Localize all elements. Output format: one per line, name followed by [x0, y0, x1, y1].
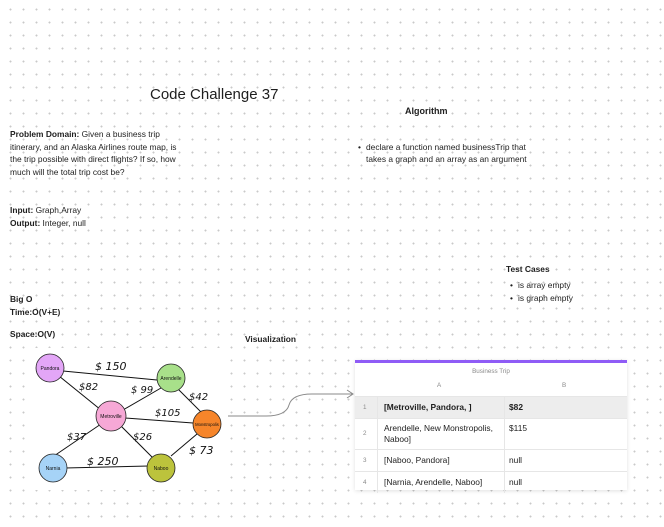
- weight-naboo-monstropolis: $ 73: [189, 444, 214, 457]
- board-title: Code Challenge 37: [150, 86, 279, 103]
- cell-b[interactable]: $82: [509, 402, 523, 412]
- connector-arrow[interactable]: [226, 385, 356, 425]
- input-value: Graph,Array: [33, 205, 82, 215]
- cell-a[interactable]: Arendelle, New Monstropolis, Naboo]: [384, 423, 493, 444]
- cell-b[interactable]: $115: [509, 423, 528, 433]
- column-header-a[interactable]: A: [437, 382, 442, 389]
- test-case-text: is array empty: [518, 280, 571, 290]
- graph-node-labels: Pandora Arendelle Metroville Monstropoli…: [41, 366, 219, 472]
- column-divider: [504, 396, 505, 493]
- cell-a[interactable]: [Naboo, Pandora]: [384, 455, 450, 465]
- edge-naboo-monstropolis: [170, 433, 198, 457]
- node-pandora[interactable]: [35, 353, 65, 383]
- graph-svg: $ 150 $82 $ 99 $42 $105 $37 $26 $ 250 $ …: [35, 353, 222, 483]
- input-line: Input: Graph,Array: [10, 204, 86, 217]
- graph-nodes: [35, 353, 222, 483]
- edge-arendelle-monstropolis: [176, 387, 202, 413]
- row-number: 4: [363, 479, 367, 486]
- input-output: Input: Graph,Array Output: Integer, null: [10, 204, 86, 229]
- bullet-icon: •: [510, 280, 513, 290]
- column-header-b[interactable]: B: [562, 382, 567, 389]
- visualization-heading: Visualization: [245, 334, 297, 344]
- node-label-pandora: Pandora: [41, 366, 60, 372]
- weight-metroville-naboo: $26: [133, 432, 152, 443]
- big-o-heading: Big O: [10, 294, 33, 304]
- node-label-arendelle: Arendelle: [160, 376, 181, 382]
- row-number: 3: [363, 457, 367, 464]
- node-metroville[interactable]: [95, 400, 127, 432]
- output-value: Integer, null: [40, 217, 86, 228]
- test-case-text: is graph empty: [518, 292, 573, 303]
- cell-a[interactable]: [Metroville, Pandora, ]: [384, 402, 472, 412]
- big-o: Big O Time:O(V+E): [10, 293, 60, 318]
- cell-b[interactable]: null: [509, 477, 523, 487]
- algorithm-list: • declare a function named businessTrip …: [358, 141, 538, 165]
- weight-metroville-monstropolis: $105: [155, 408, 180, 419]
- business-trip-table[interactable]: Business Trip A B 1 [Metroville, Pandora…: [355, 360, 627, 493]
- node-label-metroville: Metroville: [100, 414, 122, 420]
- problem-domain: Problem Domain: Given a business trip it…: [10, 128, 182, 178]
- output-line: Output: Integer, null: [10, 217, 86, 230]
- algorithm-step: declare a function named businessTrip th…: [366, 142, 527, 164]
- weight-arendelle-monstropolis: $42: [189, 392, 208, 403]
- weight-metroville-arendelle: $ 99: [131, 385, 153, 396]
- bullet-icon: •: [510, 292, 513, 303]
- node-arendelle[interactable]: [156, 363, 186, 393]
- edge-pandora-metroville: [58, 375, 102, 411]
- problem-domain-text: Given a business trip itinerary, and an …: [10, 129, 177, 177]
- row-number: 1: [363, 404, 367, 411]
- edge-metroville-naboo: [120, 425, 154, 459]
- test-case-item: • is array empty: [510, 279, 573, 292]
- test-cases-list: • is array empty • is graph empty: [510, 279, 573, 304]
- cell-a[interactable]: [Narnia, Arendelle, Naboo]: [384, 477, 483, 487]
- table-title: Business Trip: [472, 368, 510, 375]
- edge-metroville-narnia: [50, 423, 102, 459]
- table-row[interactable]: 1 [Metroville, Pandora, ] $82: [355, 396, 627, 418]
- node-monstropolis[interactable]: [192, 409, 222, 439]
- test-case-item: • is graph empty: [510, 292, 573, 305]
- weight-pandora-metroville: $82: [79, 382, 98, 393]
- node-naboo[interactable]: [146, 453, 176, 483]
- bullet-icon: •: [358, 142, 361, 152]
- time-complexity: Time:O(V+E): [10, 306, 61, 317]
- edge-pandora-arendelle: [62, 370, 158, 381]
- weight-pandora-arendelle: $ 150: [95, 360, 127, 373]
- cell-b[interactable]: null: [509, 455, 523, 465]
- output-label: Output:: [10, 217, 41, 228]
- test-cases-heading: Test Cases: [506, 264, 550, 274]
- node-narnia[interactable]: [38, 453, 68, 483]
- edge-metroville-monstropolis: [124, 417, 194, 424]
- graph-weights: $ 150 $82 $ 99 $42 $105 $37 $26 $ 250 $ …: [67, 360, 214, 468]
- input-label: Input:: [10, 205, 34, 215]
- edge-narnia-naboo: [64, 465, 150, 469]
- edge-metroville-arendelle: [122, 387, 162, 411]
- weight-narnia-naboo: $ 250: [87, 455, 119, 468]
- weight-metroville-narnia: $37: [67, 432, 87, 443]
- column-divider: [377, 396, 378, 493]
- table-row[interactable]: 2 Arendelle, New Monstropolis, Naboo] $1…: [355, 418, 627, 449]
- node-label-monstropolis: Monstropolis: [195, 422, 219, 427]
- graph-sketch[interactable]: $ 150 $82 $ 99 $42 $105 $37 $26 $ 250 $ …: [29, 348, 225, 490]
- table-row[interactable]: 3 [Naboo, Pandora] null: [355, 449, 627, 471]
- problem-domain-label: Problem Domain:: [10, 129, 80, 139]
- table-row[interactable]: 4 [Narnia, Arendelle, Naboo] null: [355, 471, 627, 493]
- graph-edges: [50, 370, 202, 469]
- node-label-narnia: Narnia: [46, 466, 61, 472]
- algorithm-heading: Algorithm: [405, 106, 448, 116]
- space-complexity: Space:O(V): [10, 329, 56, 339]
- row-number: 2: [363, 430, 367, 437]
- node-label-naboo: Naboo: [154, 466, 169, 472]
